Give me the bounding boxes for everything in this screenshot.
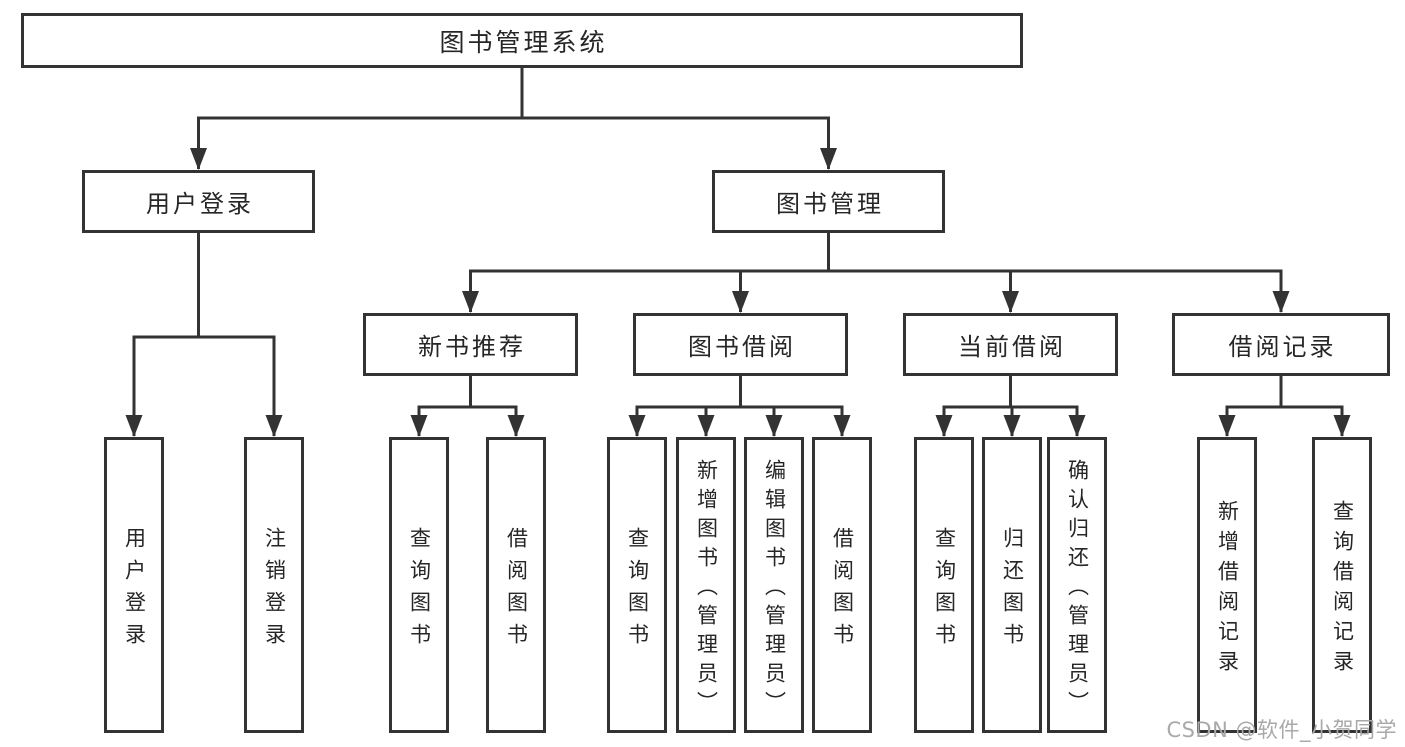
node-label: 借阅记录 xyxy=(1228,333,1337,361)
node-label: 借阅图书 xyxy=(830,526,855,655)
node-bb-borrow-books: 借阅图书 xyxy=(812,437,872,733)
node-label: 查询借阅记录 xyxy=(1330,499,1355,680)
node-current-borrowing: 当前借阅 xyxy=(903,313,1118,376)
node-label: 查询图书 xyxy=(407,526,432,655)
node-label: 编辑图书（管理员） xyxy=(762,458,787,720)
node-br-add-record: 新增借阅记录 xyxy=(1197,437,1257,733)
node-cb-query-books: 查询图书 xyxy=(914,437,974,733)
node-label: 借阅图书 xyxy=(504,526,529,655)
node-ul-user-login: 用户登录 xyxy=(104,437,164,733)
node-borrowing-records: 借阅记录 xyxy=(1172,313,1390,376)
node-label: 用户登录 xyxy=(146,190,254,218)
node-label: 新增借阅记录 xyxy=(1215,499,1240,680)
watermark: CSDN @软件_小贺同学 xyxy=(1166,718,1397,742)
node-book-borrowing: 图书借阅 xyxy=(633,313,848,376)
node-label: 查询图书 xyxy=(932,526,957,655)
node-label: 新增图书（管理员） xyxy=(694,458,719,720)
node-label: 用户登录 xyxy=(122,526,147,655)
node-label: 新书推荐 xyxy=(418,333,526,361)
node-nb-query-books: 查询图书 xyxy=(389,437,449,733)
node-cb-return-books: 归还图书 xyxy=(982,437,1042,733)
node-ul-logout: 注销登录 xyxy=(244,437,304,733)
node-new-book-recommend: 新书推荐 xyxy=(363,313,578,376)
node-label: 归还图书 xyxy=(1000,526,1025,655)
node-bb-edit-books-admin: 编辑图书（管理员） xyxy=(744,437,804,733)
node-bb-add-books-admin: 新增图书（管理员） xyxy=(676,437,736,733)
node-nb-borrow-books: 借阅图书 xyxy=(486,437,546,733)
node-user-login: 用户登录 xyxy=(82,170,315,233)
node-bb-query-books: 查询图书 xyxy=(607,437,667,733)
node-cb-confirm-return-admin: 确认归还（管理员） xyxy=(1047,437,1107,733)
node-br-query-record: 查询借阅记录 xyxy=(1312,437,1372,733)
node-label: 图书借阅 xyxy=(688,333,796,361)
node-label: 注销登录 xyxy=(262,526,287,655)
node-label: 当前借阅 xyxy=(958,333,1066,361)
node-label: 确认归还（管理员） xyxy=(1065,458,1090,720)
node-book-management: 图书管理 xyxy=(712,170,945,233)
node-label: 图书管理 xyxy=(776,190,884,218)
node-system-root: 图书管理系统 xyxy=(21,13,1023,68)
node-label: 图书管理系统 xyxy=(439,27,608,57)
node-label: 查询图书 xyxy=(625,526,650,655)
